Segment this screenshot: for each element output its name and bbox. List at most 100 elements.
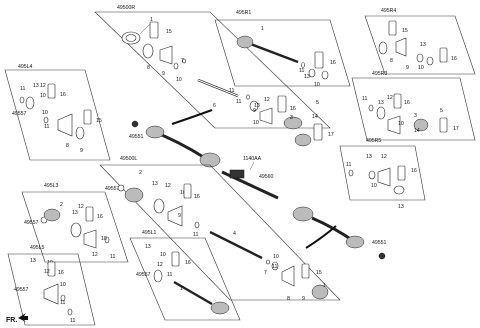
label-495r1[interactable]: 495R1 [236, 10, 251, 16]
label-13[interactable]: 13 [254, 103, 260, 109]
label-9[interactable]: 9 [162, 71, 165, 77]
label-49551-a[interactable]: 49551 [129, 134, 144, 140]
outer-joint-l-b[interactable] [311, 284, 329, 300]
center-bearing[interactable] [229, 169, 245, 179]
clamp-r1b[interactable] [321, 70, 329, 80]
label-l4-11[interactable]: 11 [20, 86, 25, 92]
grease-tube-2[interactable] [277, 95, 287, 113]
clamp-l4[interactable] [25, 96, 35, 110]
grease-l-b[interactable] [301, 263, 310, 279]
clamp-r5b[interactable] [393, 185, 405, 195]
label-l-7[interactable]: 7 [264, 270, 267, 276]
housing-r3[interactable] [413, 118, 429, 132]
label-l-13[interactable]: 13 [152, 181, 158, 187]
boot-l4[interactable] [57, 113, 73, 137]
label-1[interactable]: 1 [150, 17, 153, 23]
label-15[interactable]: 15 [166, 29, 172, 35]
clamp-r4[interactable] [378, 41, 388, 55]
label-l4-9[interactable]: 9 [80, 148, 83, 154]
boot-r5[interactable] [377, 167, 391, 187]
label-l1-13[interactable]: 13 [145, 244, 151, 250]
label-l-11[interactable]: 11 [193, 232, 198, 238]
label-l5-16[interactable]: 16 [58, 270, 64, 276]
label-r3-12[interactable]: 12 [387, 95, 393, 101]
label-l3-10b[interactable]: 10 [101, 236, 107, 242]
grease-l4[interactable] [47, 83, 56, 99]
boot[interactable] [159, 45, 173, 65]
label-r1-11[interactable]: 11 [299, 68, 304, 74]
label-l4-16[interactable]: 16 [60, 92, 66, 98]
label-l3-2[interactable]: 2 [60, 202, 63, 208]
ring-r5[interactable] [348, 169, 354, 177]
clamp-r4b[interactable] [416, 53, 424, 63]
joint-l1[interactable] [210, 301, 230, 315]
label-l4-8[interactable]: 8 [66, 143, 69, 149]
ring-l5[interactable] [60, 294, 66, 302]
label-r4-9[interactable]: 9 [406, 65, 409, 71]
label-r1-10[interactable]: 10 [314, 82, 320, 88]
boot-l-b[interactable] [281, 265, 295, 287]
grease-l3[interactable] [85, 206, 94, 222]
label-r4-10[interactable]: 10 [418, 65, 424, 71]
label-1140aa[interactable]: 1140AA [243, 156, 262, 162]
label-r3-13[interactable]: 13 [378, 100, 384, 106]
grease-tube-3[interactable] [313, 123, 323, 141]
label-l4-13[interactable]: 13 [33, 83, 39, 89]
grease-l4b[interactable] [83, 109, 92, 125]
grease-l5[interactable] [47, 261, 56, 277]
shaft-l1[interactable] [173, 280, 213, 306]
label-49557-l3[interactable]: 49557 [24, 220, 39, 226]
label-r3-17[interactable]: 17 [453, 126, 459, 132]
label-l-4[interactable]: 4 [233, 231, 236, 237]
clamp-l3[interactable] [70, 222, 82, 238]
label-r1-13[interactable]: 13 [304, 74, 310, 80]
label-49557-l4[interactable]: 49557 [12, 111, 27, 117]
label-r3-16[interactable]: 16 [404, 100, 410, 106]
clamp-l-b[interactable] [271, 261, 279, 271]
label-r3-11[interactable]: 11 [362, 96, 367, 102]
label-r5-13[interactable]: 13 [366, 154, 372, 160]
label-l1-16[interactable]: 16 [185, 260, 191, 266]
label-r1-1[interactable]: 1 [261, 26, 264, 32]
label-l5-11[interactable]: 11 [60, 300, 65, 306]
nut-49551-a[interactable] [131, 120, 139, 128]
label-495l4[interactable]: 495L4 [18, 64, 33, 70]
label-495r4[interactable]: 495R4 [381, 8, 396, 14]
label-r3-14[interactable]: 14 [414, 128, 420, 134]
clamp-r3[interactable] [376, 106, 386, 120]
label-r4-16[interactable]: 16 [451, 56, 457, 62]
label-9b[interactable]: 9 [253, 108, 256, 114]
label-l4-12[interactable]: 12 [40, 83, 46, 89]
label-l-9b[interactable]: 9 [302, 296, 305, 302]
circlip-l[interactable] [266, 259, 270, 265]
clamp-l[interactable] [153, 198, 165, 214]
grease-r3[interactable] [393, 93, 402, 109]
boot-r3[interactable] [387, 115, 401, 135]
ring-l4[interactable] [19, 96, 25, 104]
ring-l[interactable] [117, 184, 125, 192]
label-r3-10[interactable]: 10 [398, 121, 404, 127]
label-49560[interactable]: 49560 [259, 174, 274, 180]
label-r5-13b[interactable]: 13 [398, 204, 404, 210]
label-r5-10[interactable]: 10 [371, 183, 377, 189]
label-r4-13[interactable]: 13 [420, 42, 426, 48]
label-l-12[interactable]: 12 [165, 183, 171, 189]
label-l-2[interactable]: 2 [139, 170, 142, 176]
label-l4-10[interactable]: 10 [40, 93, 46, 99]
label-49557-l5[interactable]: 49557 [14, 287, 29, 293]
label-l-10[interactable]: 10 [180, 190, 186, 196]
label-l-9[interactable]: 9 [178, 213, 181, 219]
label-l3-16[interactable]: 16 [97, 214, 103, 220]
label-l-8[interactable]: 8 [287, 296, 290, 302]
label-495l1[interactable]: 495L1 [142, 230, 157, 236]
grease-tube[interactable] [149, 21, 159, 39]
clamp-r5[interactable] [368, 170, 376, 180]
label-l5-12[interactable]: 12 [44, 269, 50, 275]
label-r5-12[interactable]: 12 [381, 154, 387, 160]
nut-49551-b[interactable] [378, 252, 386, 260]
shaft-l[interactable] [209, 230, 263, 260]
ring-l4b[interactable] [43, 116, 49, 124]
inner-clamp[interactable] [249, 100, 259, 112]
label-3[interactable]: 3 [290, 115, 293, 121]
label-l3-13[interactable]: 13 [72, 210, 78, 216]
